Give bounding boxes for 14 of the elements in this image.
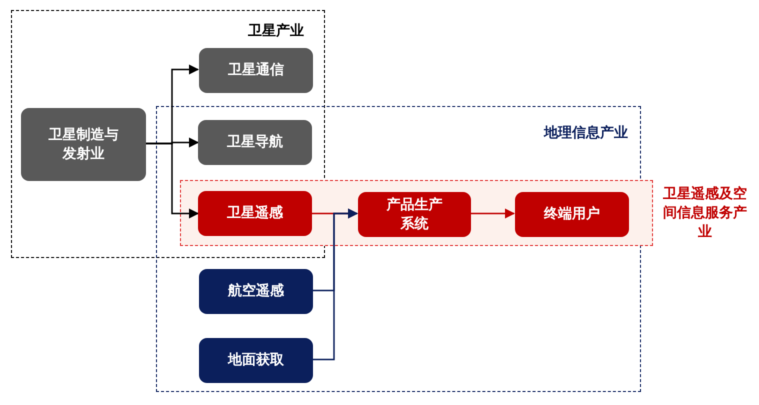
connector-arrow [312,208,358,360]
process-box: 卫星通信 [199,48,313,93]
process-box: 航空遥感 [199,269,313,314]
process-box: 卫星制造与发射业 [21,108,146,181]
connector-arrow [145,142,199,218]
group-title: 卫星产业 [248,22,304,41]
process-box: 终端用户 [515,192,629,237]
process-box: 产品生产系统 [358,192,471,237]
group-title: 卫星遥感及空间信息服务产业 [662,185,748,242]
process-box: 卫星导航 [198,120,312,165]
process-box: 卫星遥感 [198,191,312,236]
connector-arrow [470,208,515,218]
process-box: 地面获取 [199,338,313,383]
group-title: 地理信息产业 [544,124,628,143]
